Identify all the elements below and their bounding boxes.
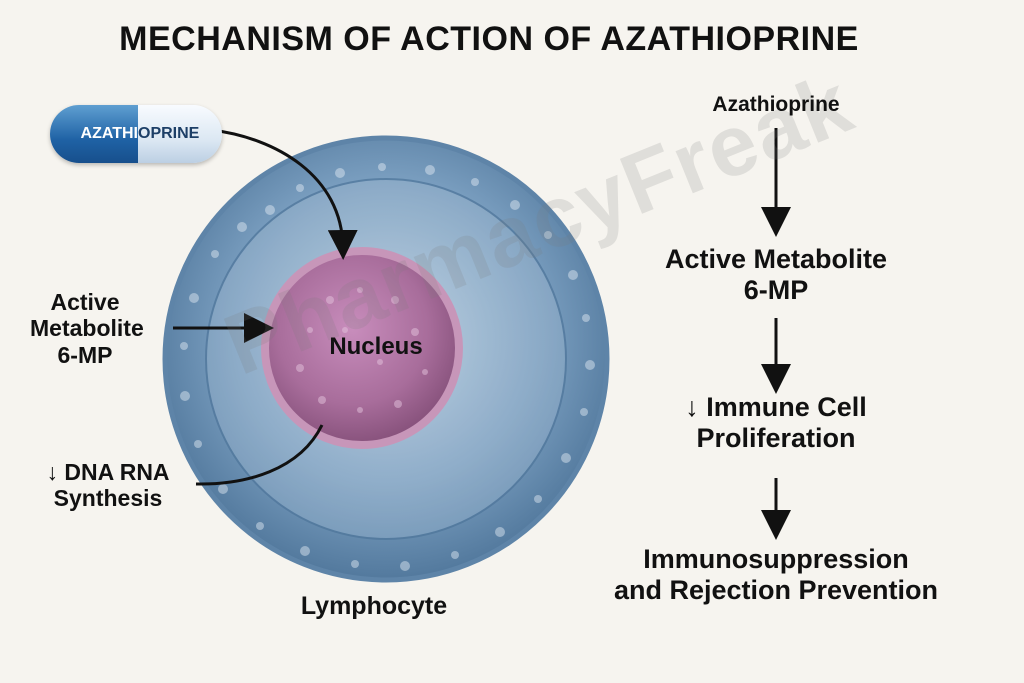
flow-step-metabolite-line-1: Active Metabolite <box>664 244 888 274</box>
flow-step-metabolite-line-2: 6-MP <box>743 275 809 306</box>
flow-step-azathioprine: Azathioprine <box>712 93 840 116</box>
left-label-metabolite-line-1: Active <box>50 289 120 315</box>
capsule-right-half: OPRINE <box>138 105 222 163</box>
page-title: MECHANISM OF ACTION OF AZATHIOPRINE <box>119 20 859 58</box>
left-label-synthesis-line-2: Synthesis <box>53 485 163 512</box>
nucleus-label: Nucleus <box>329 333 423 360</box>
left-label-synthesis-line-1: ↓ DNA RNA <box>46 459 170 485</box>
flow-step-immunosuppression: Immunosuppression and Rejection Preventi… <box>580 544 972 606</box>
left-label-metabolite: Active Metabolite 6-MP <box>30 289 144 368</box>
left-label-synthesis: ↓ DNA RNA Synthesis <box>28 459 188 512</box>
flow-step-metabolite: Active Metabolite 6-MP <box>630 244 922 306</box>
pill-to-nucleus-arrow <box>211 128 358 260</box>
flow-step-immunosuppression-line-1: Immunosuppression <box>643 544 909 574</box>
flow-step-proliferation: ↓ Immune Cell Proliferation <box>643 392 909 454</box>
flow-step-immunosuppression-line-2: and Rejection Prevention <box>613 575 939 606</box>
nucleus <box>261 247 463 449</box>
flow-step-proliferation-line-2: Proliferation <box>696 423 856 454</box>
synthesis-connector <box>195 424 324 486</box>
azathioprine-capsule: AZATHI OPRINE <box>50 105 222 163</box>
flow-step-proliferation-line-1: ↓ Immune Cell <box>685 392 867 422</box>
lymphocyte-label: Lymphocyte <box>300 592 448 620</box>
left-label-metabolite-line-3: 6-MP <box>57 341 113 368</box>
left-label-metabolite-line-2: Metabolite <box>30 315 144 342</box>
capsule-left-half: AZATHI <box>50 105 138 163</box>
